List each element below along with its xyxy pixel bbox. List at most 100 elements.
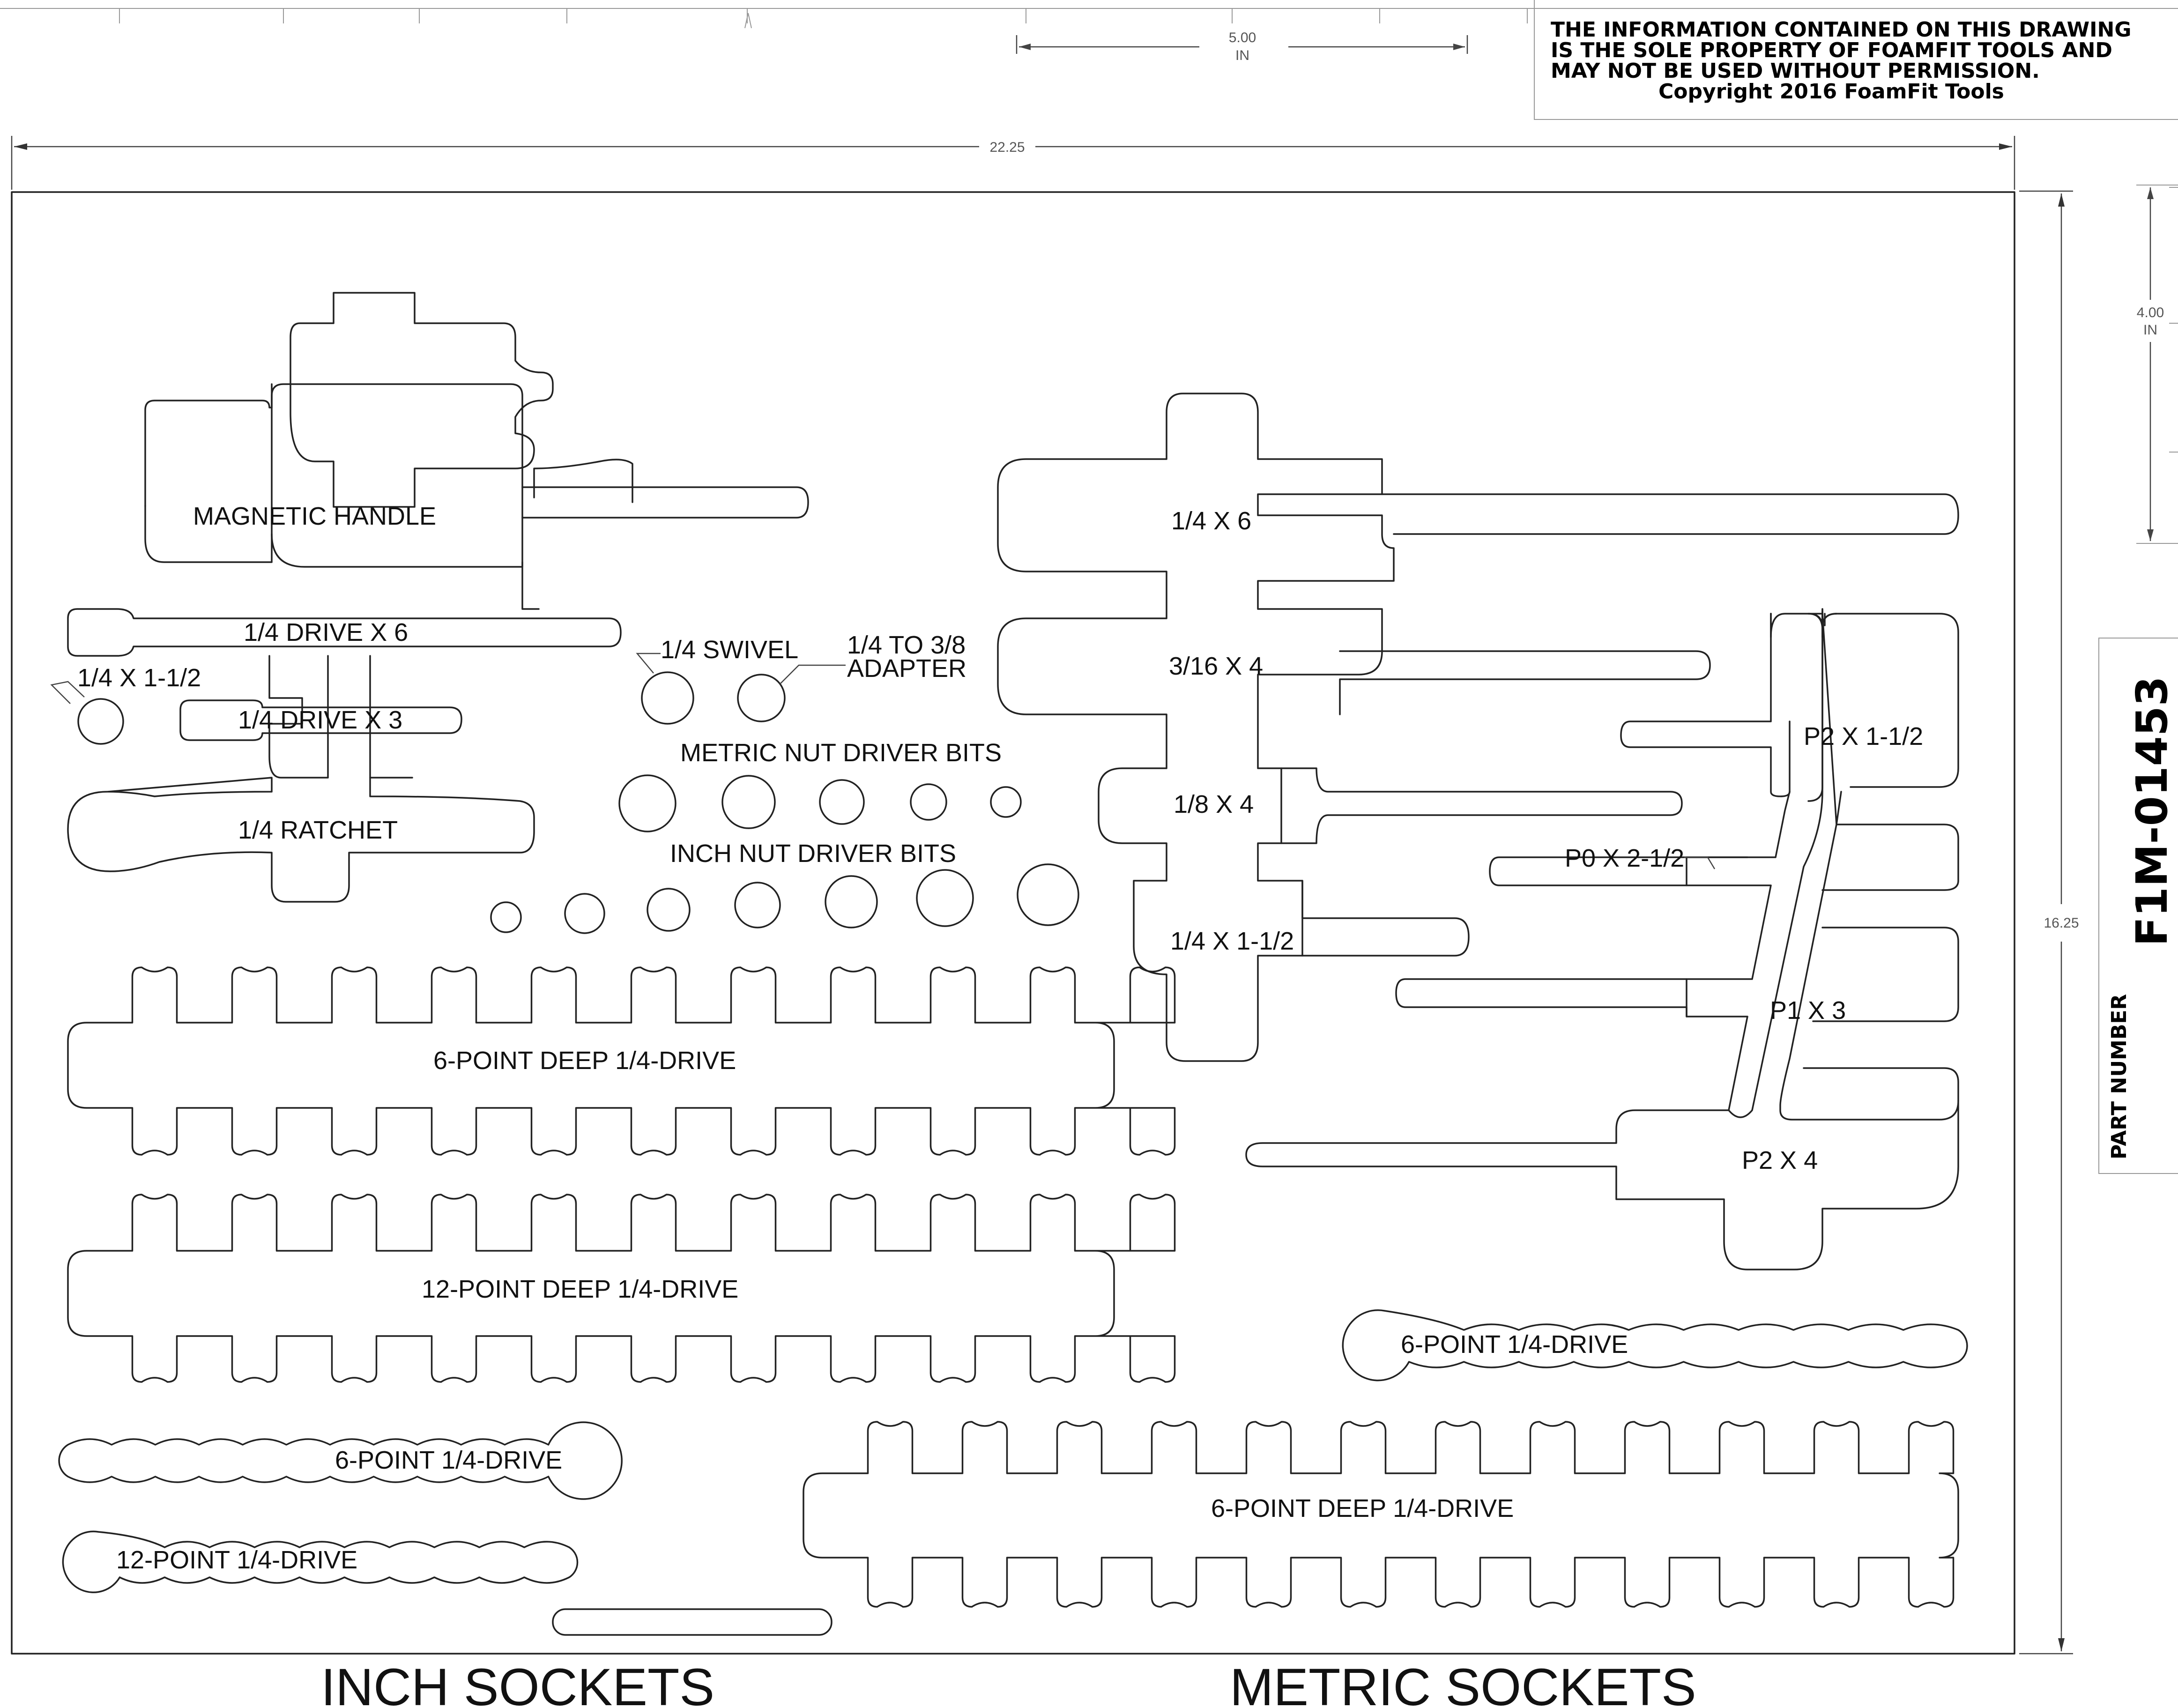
notice-line-2: IS THE SOLE PROPERTY OF FOAMFIT TOOLS AN… bbox=[1551, 38, 2112, 62]
deep-6-point-inch-tray bbox=[67, 966, 1176, 1156]
metric-bit-4 bbox=[910, 783, 947, 821]
label-deep6-metric: 6-POINT DEEP 1/4-DRIVE bbox=[1211, 1494, 1514, 1522]
metric-nut-driver-bits bbox=[618, 774, 1022, 832]
label-twelve-point-inch: 12-POINT 1/4-DRIVE bbox=[116, 1546, 357, 1574]
height-dimension: 16.25 bbox=[2019, 190, 2079, 1655]
label-x-1-1-2: 1/4 X 1-1/2 bbox=[77, 664, 201, 692]
inch-bit-3 bbox=[647, 888, 691, 932]
inch-bit-1 bbox=[490, 901, 522, 933]
label-magnetic-handle: MAGNETIC HANDLE bbox=[193, 502, 436, 530]
adapter-cutout bbox=[737, 674, 786, 722]
part-number-label: PART NUMBER bbox=[2107, 994, 2131, 1159]
foam-board-outline bbox=[11, 191, 2015, 1655]
label-deep12-inch: 12-POINT DEEP 1/4-DRIVE bbox=[422, 1275, 738, 1303]
part-number-box: PART NUMBER F1M-01453 bbox=[2098, 638, 2178, 1174]
x-1-1-2-leader bbox=[50, 681, 85, 704]
sd-1-4x1-1-2-shaft-cutout bbox=[1301, 880, 1470, 957]
6-point-inch-rail bbox=[58, 1421, 623, 1500]
deep-12-inch-outline bbox=[67, 1194, 1176, 1383]
label-p2x1-1-2: P2 X 1-1/2 bbox=[1804, 722, 1923, 750]
magnetic-handle-top-cutout bbox=[144, 383, 273, 507]
notice-line-3: MAY NOT BE USED WITHOUT PERMISSION. bbox=[1551, 59, 2040, 83]
sd-1-4x6-shaft-cutout bbox=[1381, 493, 1959, 535]
bottom-slot-cutout bbox=[552, 1608, 833, 1636]
x-1-1-2-socket-cutout bbox=[77, 698, 124, 745]
label-metric-bits: METRIC NUT DRIVER BITS bbox=[680, 739, 1002, 767]
label-p2x4: P2 X 4 bbox=[1742, 1146, 1818, 1174]
sd-1-8x4-shaft-cutout bbox=[1280, 767, 1683, 844]
label-adapter-1: 1/4 TO 3/8 bbox=[847, 631, 966, 659]
notice-line-4: Copyright 2016 FoamFit Tools bbox=[1658, 80, 2004, 104]
inch-bit-5 bbox=[825, 875, 878, 928]
6-point-metric-rail-outline bbox=[1342, 1309, 1968, 1381]
label-swivel: 1/4 SWIVEL bbox=[661, 636, 798, 664]
phillips-inner-cutout bbox=[1245, 613, 1959, 1270]
12-point-inch-rail bbox=[62, 1530, 579, 1593]
top-scale-ruler bbox=[0, 8, 2178, 29]
inch-bit-4 bbox=[734, 882, 781, 928]
deep-6-point-metric-tray bbox=[803, 1421, 1959, 1608]
height-value: 16.25 bbox=[2044, 915, 2079, 931]
swivel-cutout bbox=[641, 671, 694, 725]
label-drive-x3: 1/4 DRIVE X 3 bbox=[238, 706, 402, 734]
phillips-right-tabs-cutout bbox=[1803, 824, 1959, 1102]
sd-3-16x4-shaft-cutout bbox=[1339, 650, 1711, 715]
width-dimension: 22.25 bbox=[11, 136, 2015, 190]
magnetic-handle-cross-cutout bbox=[144, 505, 540, 610]
inch-nut-driver-bits bbox=[490, 863, 1079, 934]
metric-bit-5 bbox=[990, 786, 1022, 818]
inch-bit-7 bbox=[1017, 863, 1079, 926]
deep-6-metric-outline bbox=[803, 1421, 1959, 1608]
phillips-p2x1-1-2-cutout bbox=[1821, 613, 1959, 788]
label-drive-x6: 1/4 DRIVE X 6 bbox=[244, 618, 408, 646]
label-deep6-inch: 6-POINT DEEP 1/4-DRIVE bbox=[433, 1047, 736, 1075]
phillips-main-cutout bbox=[1770, 608, 1826, 802]
label-p0x2-1-2: P0 X 2-1/2 bbox=[1565, 844, 1684, 872]
notice-line-1: THE INFORMATION CONTAINED ON THIS DRAWIN… bbox=[1551, 18, 2131, 42]
drive-x6-extension-cutout bbox=[67, 608, 622, 657]
drive-x3-extension-cutout bbox=[179, 699, 462, 741]
handle-cross-cutout bbox=[268, 655, 413, 779]
label-ratchet: 1/4 RATCHET bbox=[238, 816, 398, 844]
phillips-p0-shaft-cutout bbox=[1489, 856, 1748, 886]
scale-y-value: 4.00 bbox=[2137, 305, 2164, 320]
width-value: 22.25 bbox=[989, 140, 1025, 155]
section-metric-sockets: METRIC SOCKETS bbox=[1230, 1658, 1696, 1708]
scale-x-unit: IN bbox=[1235, 48, 1249, 63]
swivel-leader bbox=[636, 653, 661, 674]
phillips-handle-top-cutout bbox=[1620, 613, 1823, 797]
screwdriver-handle-cutout bbox=[997, 393, 1395, 1062]
metric-bit-3 bbox=[819, 779, 865, 825]
magnetic-handle-cutout bbox=[290, 292, 554, 508]
label-sd-1-4x1-1-2: 1/4 X 1-1/2 bbox=[1170, 927, 1294, 955]
phillips-p1-shaft-cutout bbox=[1395, 978, 1687, 1017]
notice-box: THE INFORMATION CONTAINED ON THIS DRAWIN… bbox=[1534, 0, 2178, 120]
label-p1x3: P1 X 3 bbox=[1770, 996, 1846, 1025]
phillips-outline-cutout bbox=[1770, 613, 1837, 638]
scale-y-unit: IN bbox=[2143, 322, 2157, 338]
label-sd-3-16x4: 3/16 X 4 bbox=[1169, 652, 1263, 680]
scale-dimension-vertical: 4.00 IN bbox=[2136, 185, 2178, 544]
magnetic-handle-grip-cutout bbox=[533, 459, 633, 503]
label-sd-1-4x6: 1/4 X 6 bbox=[1171, 507, 1251, 535]
metric-bit-1 bbox=[618, 774, 676, 832]
p0x2-1-2-leader bbox=[1684, 856, 1716, 869]
label-six-point-metric: 6-POINT 1/4-DRIVE bbox=[1401, 1330, 1628, 1359]
inch-bit-2 bbox=[564, 893, 605, 934]
part-number-value: F1M-01453 bbox=[2127, 676, 2177, 946]
deep-6-inch-outline bbox=[67, 966, 1176, 1156]
magnetic-handle-shaft-cutout bbox=[521, 486, 809, 519]
adapter-leader bbox=[780, 664, 846, 684]
ratchet-cutout bbox=[67, 777, 535, 903]
magnetic-handle-body-cutout bbox=[271, 383, 523, 568]
label-inch-bits: INCH NUT DRIVER BITS bbox=[670, 839, 956, 868]
scale-x-value: 5.00 bbox=[1229, 30, 1256, 45]
phillips-full-cutout bbox=[1686, 610, 1823, 1118]
6-point-inch-rail-outline bbox=[58, 1421, 623, 1500]
metric-bit-2 bbox=[721, 775, 776, 829]
scale-dimension-horizontal: 5.00 IN bbox=[1016, 30, 1468, 63]
12-point-inch-rail-outline bbox=[62, 1530, 579, 1593]
label-sd-1-8x4: 1/8 X 4 bbox=[1174, 790, 1254, 818]
label-adapter-2: ADAPTER bbox=[847, 654, 966, 683]
